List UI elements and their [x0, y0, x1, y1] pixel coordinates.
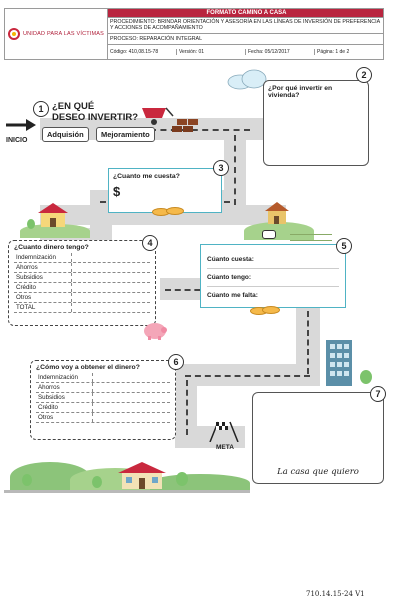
step-4-title: ¿Cuanto dinero tengo? [14, 244, 89, 251]
step-3-number: 3 [213, 160, 229, 176]
step-5-line: Cúanto cuesta: [207, 251, 339, 269]
step-1-number: 1 [33, 101, 49, 117]
code-text: Código: 410,08.15-78 [110, 49, 159, 55]
tree-icon [176, 472, 188, 486]
version-text: Versión: 01 [176, 49, 245, 55]
step-4-list: Indemnización Ahorros Subsidios Crédito … [14, 253, 150, 313]
meta-row: Código: 410,08.15-78 Versión: 01 Fecha: … [108, 45, 383, 59]
list-item: Crédito [14, 283, 150, 293]
checkered-flags-icon [206, 420, 242, 447]
step-6-list: Indemnización Ahorros Subsidios Crédito … [36, 373, 170, 423]
logo-text: UNIDAD PARA LAS VÍCTIMAS [22, 31, 105, 37]
option-adquisicion[interactable]: Adquisión [42, 127, 89, 142]
procedure-text: PROCEDIMIENTO: BRINDAR ORIENTACIÓN Y ASE… [108, 18, 383, 34]
cow-icon [262, 230, 276, 239]
list-item-total: TOTAL [14, 303, 150, 313]
step-3-currency: $ [113, 184, 121, 199]
page-text: Página: 1 de 2 [314, 49, 383, 55]
tree-icon [27, 219, 35, 229]
house-icon [265, 202, 289, 231]
logo-mark-icon [7, 28, 20, 40]
cloud-icon [226, 68, 270, 95]
list-item: Otros [36, 413, 170, 423]
step-2-number: 2 [356, 67, 372, 83]
list-item: Indemnización [36, 373, 170, 383]
list-item: Ahorros [36, 383, 170, 393]
list-item: Ahorros [14, 263, 150, 273]
step-7-caption: La casa que quiero [277, 467, 359, 477]
fence [290, 234, 332, 241]
tree-icon [92, 476, 102, 488]
tree-icon [22, 474, 32, 486]
hill-right [244, 222, 314, 240]
step-3-box: ¿Cuanto me cuesta? $ [108, 168, 222, 213]
footer-code: 710.14.15-24 V1 [306, 590, 365, 598]
tree-icon [360, 370, 372, 384]
hill-left [20, 224, 90, 238]
bricks-icon [172, 116, 202, 139]
list-item: Subsidios [36, 393, 170, 403]
wheelbarrow-icon [140, 104, 174, 131]
step-6-title: ¿Cómo voy a obtener el dinero? [36, 364, 140, 371]
document-header: UNIDAD PARA LAS VÍCTIMAS FORMATO CAMINO … [4, 8, 384, 60]
step-5-line: Cúanto tengo: [207, 269, 339, 287]
list-item: Otros [14, 293, 150, 303]
list-item: Crédito [36, 403, 170, 413]
format-title: FORMATO CAMINO A CASA [108, 9, 383, 18]
option-mejoramiento[interactable]: Mejoramiento [96, 127, 155, 142]
step-6-box: ¿Cómo voy a obtener el dinero? Indemniza… [30, 360, 176, 440]
list-item: Subsidios [14, 273, 150, 283]
coins-icon [262, 306, 280, 314]
start-label: INICIO [6, 137, 28, 144]
house-icon [38, 203, 68, 234]
step-5-box: Cúanto cuesta: Cúanto tengo: Cúanto me f… [200, 244, 346, 308]
house-icon [118, 462, 166, 495]
step-7-box: La casa que quiero [252, 392, 384, 484]
step-6-number: 6 [168, 354, 184, 370]
step-5-line: Cúanto me falta: [207, 292, 258, 299]
start-arrow-icon [6, 118, 36, 132]
step-4-box: ¿Cuanto dinero tengo? Indemnización Ahor… [8, 240, 156, 326]
step-7-number: 7 [370, 386, 386, 402]
step-4-number: 4 [142, 235, 158, 251]
coins-icon [166, 207, 184, 215]
list-item: Indemnización [14, 253, 150, 263]
piggy-bank-icon [142, 320, 168, 345]
step-2-title: ¿Por qué invertir en vivienda? [268, 85, 333, 99]
step-3-title: ¿Cuanto me cuesta? [113, 173, 180, 180]
step-1-title: ¿EN QUÉ DESEO INVERTIR? [52, 101, 138, 123]
goal-label: META [216, 444, 234, 451]
building-icon [326, 340, 352, 386]
step-5-number: 5 [336, 238, 352, 254]
date-text: Fecha: 05/12/2017 [245, 49, 314, 55]
step-2-box: ¿Por qué invertir en vivienda? [263, 80, 369, 166]
step-1-title-line-1: ¿EN QUÉ [52, 101, 95, 112]
process-text: PROCESO: REPARACIÓN INTEGRAL [108, 34, 383, 45]
logo: UNIDAD PARA LAS VÍCTIMAS [5, 9, 108, 59]
step-1-title-line-2: DESEO INVERTIR? [52, 112, 139, 123]
